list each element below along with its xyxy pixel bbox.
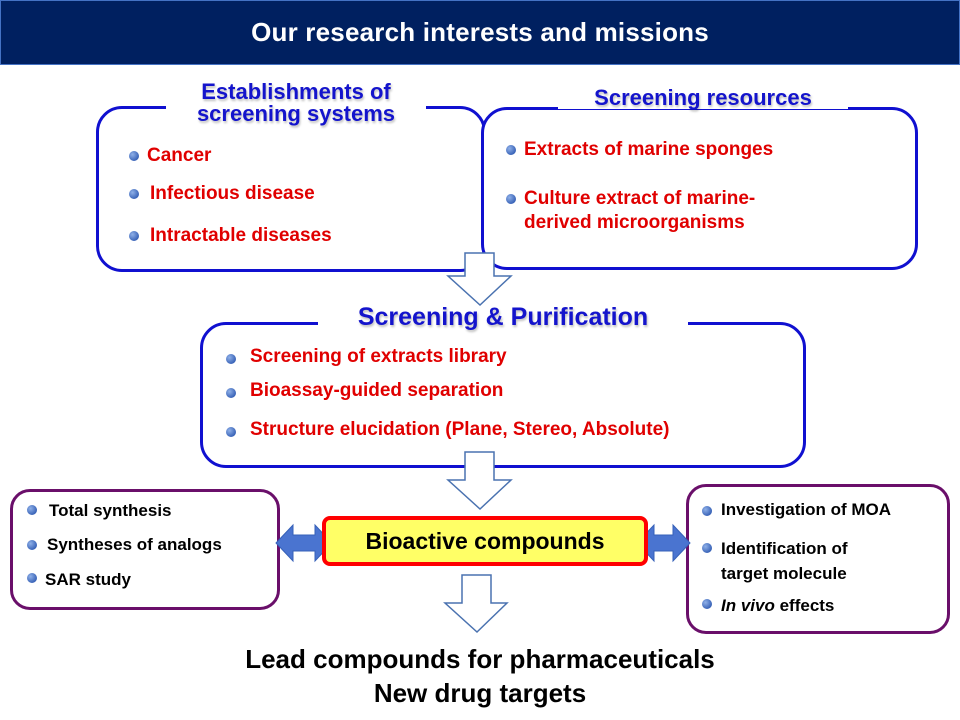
bullet-icon: [226, 388, 236, 398]
footer-line2-text: New drug targets: [373, 678, 587, 708]
list-item: SAR study: [27, 570, 131, 590]
page-title: Our research interests and missions: [251, 17, 709, 47]
item-text: Extracts of marine sponges: [524, 139, 774, 160]
header-banner: Our research interests and missions: [0, 0, 960, 65]
item-text: Identification of target molecule: [721, 536, 848, 586]
list-item: Syntheses of analogs: [27, 535, 222, 555]
bullet-icon: [702, 543, 712, 553]
item-text: Infectious disease: [150, 183, 315, 204]
bullet-icon: [27, 505, 37, 515]
item-text-line1: Identification of: [721, 539, 848, 558]
establishments-title: Establishments of screening systems: [166, 81, 426, 125]
footer-line1: Lead compounds for pharmaceuticals: [0, 644, 960, 675]
item-text: Investigation of MOA: [721, 500, 891, 519]
bioactive-compounds-box: Bioactive compounds: [322, 516, 648, 566]
item-text: Structure elucidation (Plane, Stereo, Ab…: [250, 419, 670, 440]
list-item: Screening of extracts library: [226, 346, 507, 368]
list-item: Bioassay-guided separation: [226, 380, 503, 402]
footer-line1-text: Lead compounds for pharmaceuticals: [245, 644, 715, 674]
bullet-icon: [506, 145, 516, 155]
list-item: Structure elucidation (Plane, Stereo, Ab…: [226, 419, 669, 441]
item-text-rest: effects: [774, 596, 835, 615]
resources-box: [481, 107, 918, 270]
list-item: Infectious disease: [129, 183, 315, 205]
list-item: Intractable diseases: [129, 225, 332, 247]
bullet-icon: [506, 194, 516, 204]
list-item: Extracts of marine sponges: [506, 139, 773, 161]
item-text: Intractable diseases: [150, 225, 332, 246]
item-text-line1: Culture extract of marine-: [524, 188, 756, 209]
down-arrow-icon: [443, 574, 509, 634]
footer-line2: New drug targets: [0, 678, 960, 709]
item-text: Culture extract of marine- derived micro…: [524, 187, 755, 235]
item-text: SAR study: [45, 570, 131, 589]
purification-title: Screening & Purification: [318, 305, 688, 330]
bullet-icon: [702, 506, 712, 516]
bullet-icon: [702, 599, 712, 609]
list-item: Total synthesis: [27, 501, 172, 521]
item-text-italic: In vivo: [721, 596, 775, 615]
bullet-icon: [27, 540, 37, 550]
list-item: In vivo effects: [702, 596, 834, 616]
bioactive-compounds-label: Bioactive compounds: [365, 527, 605, 554]
bullet-icon: [226, 354, 236, 364]
list-item: Identification of target molecule: [702, 536, 848, 586]
item-text: Cancer: [147, 145, 212, 166]
purification-title-text: Screening & Purification: [357, 303, 649, 331]
item-text: Syntheses of analogs: [47, 535, 222, 554]
item-text: Bioassay-guided separation: [250, 380, 504, 401]
item-text: In vivo effects: [721, 596, 834, 616]
list-item: Investigation of MOA: [702, 500, 891, 520]
bullet-icon: [129, 189, 139, 199]
item-text: Total synthesis: [49, 501, 172, 520]
resources-title-text: Screening resources: [594, 85, 812, 110]
bullet-icon: [226, 427, 236, 437]
bullet-icon: [27, 573, 37, 583]
establishments-title-line1: Establishments of: [201, 79, 391, 104]
item-text-line2: derived microorganisms: [524, 212, 745, 233]
list-item: Culture extract of marine- derived micro…: [506, 187, 755, 235]
item-text: Screening of extracts library: [250, 346, 507, 367]
bullet-icon: [129, 151, 139, 161]
bullet-icon: [129, 231, 139, 241]
resources-title: Screening resources: [558, 87, 848, 109]
item-text-line2: target molecule: [721, 564, 847, 583]
list-item: Cancer: [129, 145, 211, 167]
establishments-title-line2: screening systems: [196, 101, 396, 126]
